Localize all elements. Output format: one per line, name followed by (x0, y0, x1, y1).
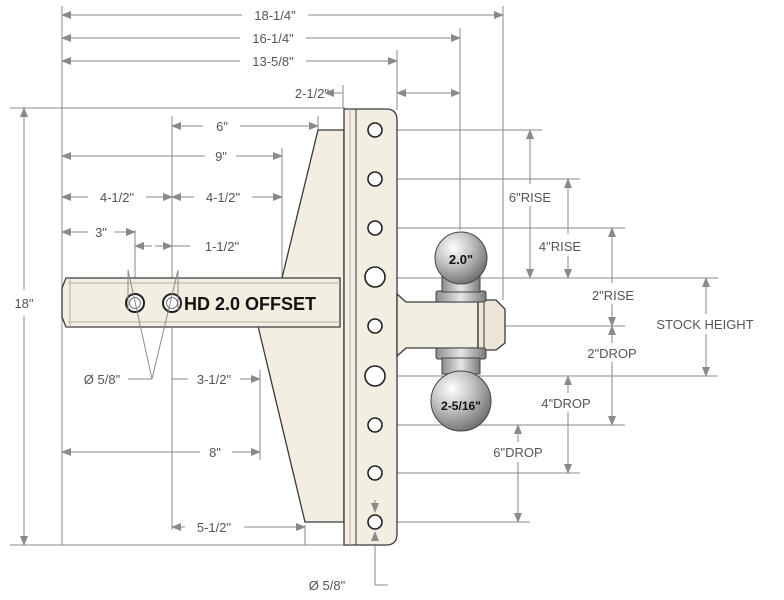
dimension-label: 6" (216, 119, 228, 134)
bottom-hitch-ball: 2-5/16" (430, 347, 492, 432)
hole-spacing-dim: 1-1/2" (134, 239, 240, 254)
bottom-ball-size: 2-5/16" (441, 399, 481, 413)
shank-hole-dia-dim: Ø 5/8" (84, 269, 179, 387)
dimension-label: 2-1/2" (295, 86, 330, 101)
overall-length-dim: 18-1/4" (61, 8, 504, 23)
hole-3-dim: 3" (61, 225, 136, 240)
dimension-label: 5-1/2" (197, 520, 232, 535)
top-ball-size: 2.0" (449, 252, 473, 267)
rise-4-dim: 4"RISE (539, 178, 582, 279)
rise-2-dim: 2"RISE (592, 227, 635, 327)
top-hitch-ball: 2.0" (434, 231, 488, 303)
lower-8-dim: 8" (61, 445, 261, 460)
extension-lines (10, 6, 718, 586)
dimension-label: 2"DROP (587, 346, 636, 361)
shank (61, 277, 341, 328)
dimension-label: 1-1/2" (205, 239, 240, 254)
dimension-label: 6"DROP (493, 445, 542, 460)
dimension-label: 4-1/2" (206, 190, 241, 205)
gusset-9-dim: 9" (61, 149, 283, 164)
ball-mount-arm (396, 292, 506, 358)
dimension-label: 16-1/4" (252, 31, 294, 46)
dimension-label: STOCK HEIGHT (656, 317, 753, 332)
drop-6-dim: 6"DROP (493, 424, 543, 523)
dimension-label: 8" (209, 445, 221, 460)
dimension-label: 6"RISE (509, 190, 552, 205)
dimension-label: Ø 5/8" (309, 578, 346, 593)
tube-pin-holes (364, 122, 386, 530)
dimension-label: 13-5/8" (252, 54, 294, 69)
lower-bottom-dim: 5-1/2" (171, 520, 306, 535)
gusset-lower-dim: 3-1/2" (172, 372, 261, 387)
gusset-6-dim: 6" (171, 119, 319, 134)
length-to-shank-end-dim: 13-5/8" (61, 54, 398, 69)
dimension-label: 2"RISE (592, 288, 635, 303)
dimension-label: 3" (95, 225, 107, 240)
drop-4-dim: 4"DROP (541, 375, 591, 474)
dimension-label: 3-1/2" (197, 372, 232, 387)
dimension-label: 18-1/4" (254, 8, 296, 23)
stock-height-dim: STOCK HEIGHT (656, 277, 754, 377)
drop-2-dim: 2"DROP (587, 325, 637, 426)
head-offset-dim: 2-1/2" (295, 86, 461, 101)
plate-hole-dia-dim: Ø 5/8" (309, 500, 379, 593)
dimension-label: 18" (14, 296, 33, 311)
dimension-label: 9" (215, 149, 227, 164)
dimension-label: 4"RISE (539, 239, 582, 254)
length-to-ball-dim: 16-1/4" (61, 31, 461, 46)
overall-height-dim: 18" (14, 107, 34, 546)
hole-first-dim: 4-1/2" 4-1/2" (61, 190, 283, 205)
shank-label: HD 2.0 OFFSET (184, 294, 316, 314)
dimension-label: 4-1/2" (100, 190, 135, 205)
dimension-label: 4"DROP (541, 396, 590, 411)
rise-6-dim: 6"RISE (509, 129, 552, 279)
dimension-label: Ø 5/8" (84, 372, 121, 387)
